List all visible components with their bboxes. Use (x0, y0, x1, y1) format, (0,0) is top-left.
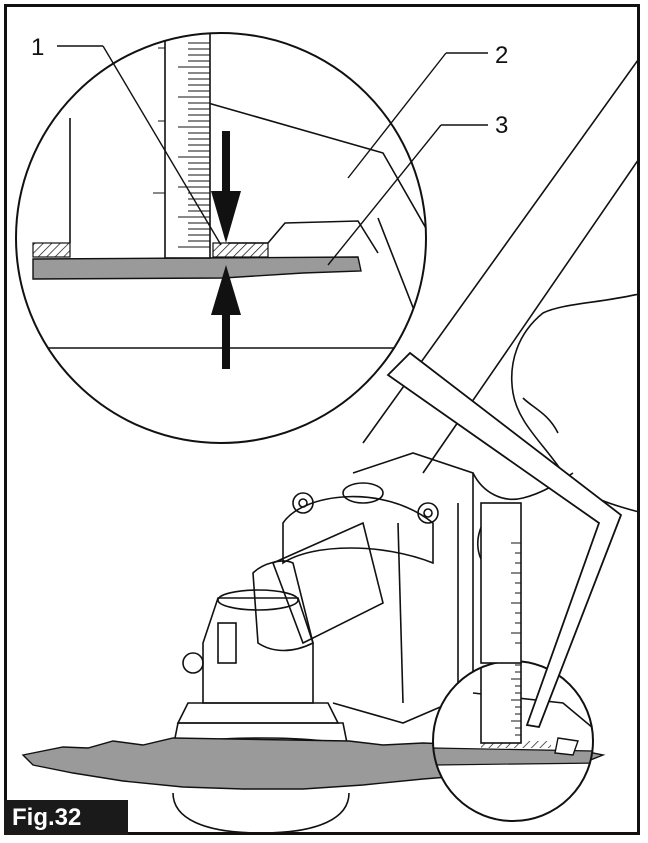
guard-bracket (332, 452, 474, 724)
gear-housing-tube (271, 521, 384, 645)
finger-line (522, 397, 559, 434)
measuring-ruler (480, 502, 522, 664)
illustration: 1 2 3 (15, 32, 637, 832)
gear-head-top (217, 589, 299, 611)
callout-3: 3 (327, 112, 508, 266)
protector-outline (207, 102, 426, 303)
callout-number: 2 (495, 42, 508, 69)
detail-circle-large (15, 32, 427, 444)
lower-cup (172, 792, 350, 832)
side-bolt (182, 652, 204, 674)
gear-flange (176, 702, 340, 724)
guard-bracket-edge (397, 522, 404, 704)
gear-housing-neck (252, 560, 314, 652)
bolt-center (423, 508, 433, 518)
measure-arrow-down (211, 131, 241, 243)
figure-frame: 1 2 3 (4, 4, 640, 835)
gap-hatch-left (32, 242, 71, 258)
clamp-band (282, 495, 434, 565)
callout-number: 1 (31, 34, 44, 61)
callout-2: 2 (347, 42, 508, 179)
callout-number: 3 (495, 112, 508, 139)
gear-head (202, 597, 314, 704)
detail-circle-outline (15, 32, 427, 444)
zoom-connector (386, 351, 623, 729)
blade-detail (32, 256, 362, 280)
figure-label: Fig.32 (4, 800, 128, 835)
detail-circle-small (432, 660, 594, 822)
gear-head-slot (217, 622, 237, 664)
callout-1: 1 (31, 34, 222, 246)
gap-hatch-right (212, 242, 269, 258)
measure-arrow-up (211, 265, 241, 369)
clamp-top (342, 482, 384, 504)
